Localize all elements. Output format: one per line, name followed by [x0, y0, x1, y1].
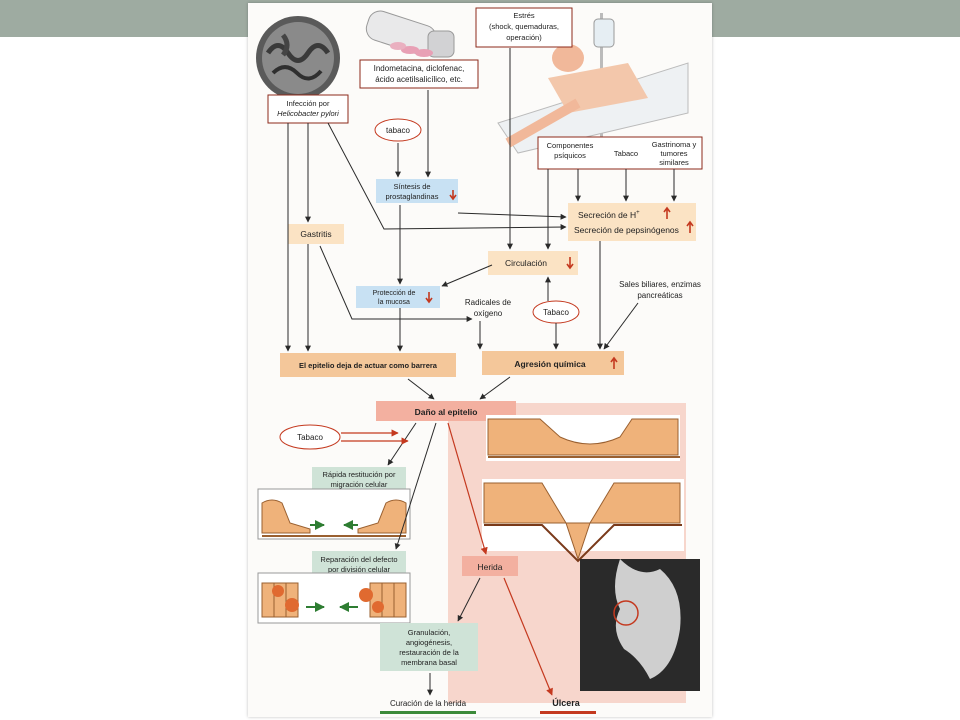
- proteccion-label-1: Protección de: [373, 290, 416, 297]
- increase-arrow-icon: [686, 220, 694, 233]
- gastrinoma-label-1: Gastrinoma y: [652, 140, 697, 149]
- reparacion-label-2: por división celular: [328, 565, 391, 574]
- stress-box: [475, 7, 573, 48]
- chemical-aggression-box: [482, 351, 624, 375]
- red-flow-arrows: [341, 422, 553, 696]
- comp-psiq-label-2: psíquicos: [554, 151, 586, 160]
- cell-division-illustration: [257, 572, 411, 624]
- nsaid-label-2: ácido acetilsalicílico, etc.: [375, 75, 463, 84]
- proteccion-label-2: la mucosa: [378, 299, 410, 306]
- factors-box: [537, 136, 703, 170]
- nsaid-box: [359, 59, 479, 89]
- tabaco-top-ellipse: [374, 118, 422, 142]
- restitucion-label-1: Rápida restitución por: [323, 470, 396, 479]
- sales-label-2: pancreáticas: [637, 291, 682, 300]
- nsaid-label-1: Indometacina, diclofenac,: [374, 64, 465, 73]
- sales-label-1: Sales biliares, enzimas: [619, 280, 701, 289]
- circulacion-label: Circulación: [505, 258, 547, 268]
- healing-underline: [380, 711, 476, 714]
- tabaco-bottom-ellipse: [279, 424, 341, 450]
- decrease-arrow-icon: [566, 257, 574, 270]
- gastrinoma-label-2: tumores: [660, 149, 687, 158]
- reparacion-label-1: Reparación del defecto: [320, 555, 397, 564]
- curacion-label: Curación de la herida: [390, 699, 467, 708]
- helicobacter-micrograph: [256, 16, 340, 100]
- stress-label-3: operación): [506, 33, 542, 42]
- decrease-arrow-icon: [449, 190, 457, 201]
- epithelial-damage-box: [376, 401, 516, 421]
- prostaglandin-box: [376, 179, 458, 203]
- granulacion-label-3: restauración de la: [399, 648, 459, 657]
- dano-label: Daño al epitelio: [415, 407, 478, 417]
- gastrinoma-label-3: similares: [659, 158, 689, 167]
- comp-psiq-label-1: Componentes: [547, 141, 594, 150]
- restitucion-label-2: migración celular: [331, 480, 388, 489]
- circulation-box: [488, 251, 578, 275]
- epitelio-barrera-label: El epitelio deja de actuar como barrera: [299, 361, 438, 370]
- herida-label: Herida: [477, 562, 502, 572]
- restitution-box: [312, 467, 406, 491]
- tabaco-bottom-label: Tabaco: [297, 433, 323, 442]
- prostag-label-2: prostaglandinas: [386, 192, 439, 201]
- mucosa-protection-box: [356, 286, 440, 308]
- decrease-arrow-icon: [425, 292, 433, 304]
- flow-arrows: [285, 48, 677, 696]
- granulacion-label-4: membrana basal: [401, 658, 457, 667]
- secrecion-pep-label: Secreción de pepsinógenos: [574, 225, 679, 235]
- increase-arrow-icon: [663, 206, 671, 219]
- ulcera-label: Úlcera: [552, 697, 581, 708]
- pill-bottle-icon: [365, 10, 455, 58]
- increase-arrow-icon: [610, 356, 618, 369]
- stress-label-2: (shock, quemaduras,: [489, 22, 559, 31]
- textbook-page: Infección por Helicobacter pylori Indome…: [248, 3, 712, 717]
- gastritis-box: [288, 224, 344, 244]
- shallow-lesion-illustration: [486, 415, 680, 461]
- granulation-box: [380, 623, 478, 671]
- agresion-label: Agresión química: [514, 359, 586, 369]
- radicales-label-2: oxígeno: [474, 309, 503, 318]
- ulcer-underline: [540, 711, 596, 714]
- tabaco-mid-label: Tabaco: [614, 149, 638, 158]
- wound-box: [462, 556, 518, 576]
- radicales-label-1: Radicales de: [465, 298, 512, 307]
- secrecion-h-label: Secreción de H+: [578, 210, 640, 220]
- helicobacter-label-2: Helicobacter pylori: [277, 109, 339, 118]
- secretion-box: [568, 203, 696, 241]
- tabaco-radicales-label: Tabaco: [543, 308, 569, 317]
- gastritis-label: Gastritis: [300, 229, 331, 239]
- granulacion-label-1: Granulación,: [408, 628, 451, 637]
- pathogenesis-diagram: Infección por Helicobacter pylori Indome…: [256, 7, 703, 714]
- helicobacter-label-1: Infección por: [287, 99, 330, 108]
- xray-image: [580, 559, 700, 691]
- hospital-patient-illustration: [497, 13, 689, 154]
- granulacion-label-2: angiogénesis,: [406, 638, 452, 647]
- stress-label-1: Estrés: [513, 11, 535, 20]
- prostag-label-1: Síntesis de: [393, 182, 430, 191]
- deep-ulcer-illustration: [482, 479, 684, 563]
- epithelium-barrier-box: [280, 353, 456, 377]
- cell-migration-illustration: [257, 488, 411, 540]
- tabaco-top-label: tabaco: [386, 126, 411, 135]
